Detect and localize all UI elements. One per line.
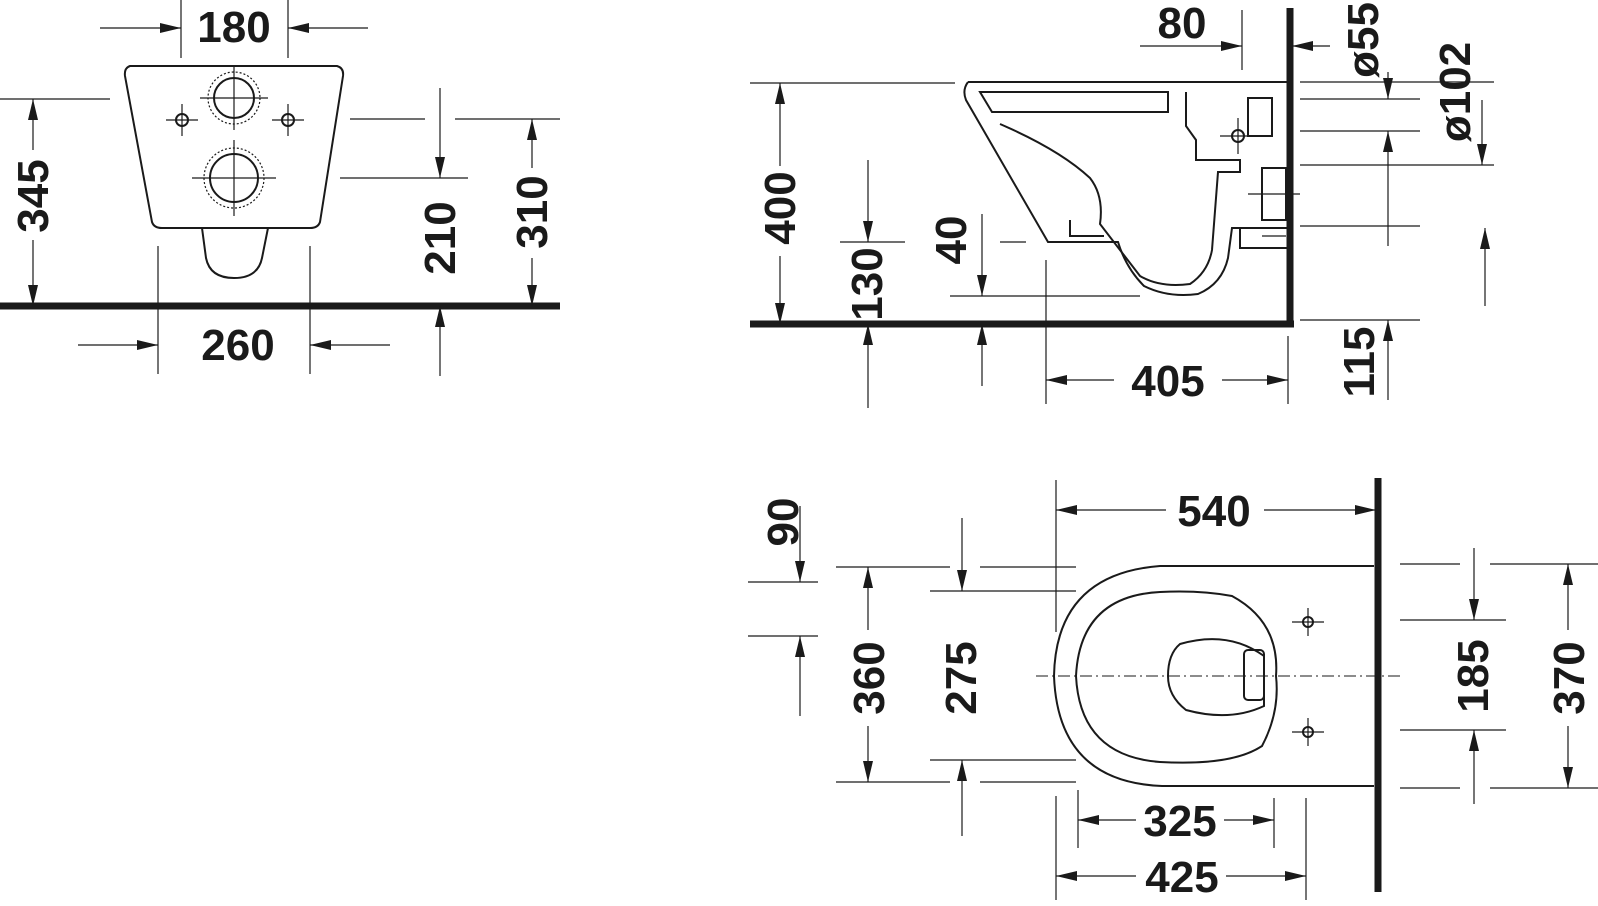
side-trap bbox=[999, 92, 1241, 286]
dim-o102: ø102 bbox=[1431, 42, 1480, 142]
dim-185: 185 bbox=[1449, 639, 1498, 712]
side-bowl-inner bbox=[978, 91, 1169, 113]
plan-outlet bbox=[1243, 649, 1265, 701]
dim-425: 425 bbox=[1145, 853, 1218, 902]
dim-130: 130 bbox=[843, 247, 892, 320]
dim-360: 360 bbox=[845, 641, 894, 714]
dim-180: 180 bbox=[197, 3, 270, 52]
dim-115: 115 bbox=[1335, 327, 1384, 398]
side-inlet-stub bbox=[1247, 97, 1273, 137]
plan-bowl-opening bbox=[1166, 638, 1265, 717]
side-bowl-outer bbox=[963, 81, 1290, 296]
plan-view: 540 90 360 275 185 bbox=[748, 478, 1598, 902]
front-view: 180 260 345 210 310 bbox=[0, 0, 560, 376]
dim-40: 40 bbox=[927, 216, 976, 265]
side-view: 400 80 ø55 ø102 130 bbox=[750, 0, 1494, 408]
dim-90: 90 bbox=[759, 498, 808, 547]
dim-400: 400 bbox=[756, 171, 805, 244]
front-body-outline bbox=[123, 65, 345, 229]
dim-260: 260 bbox=[201, 321, 274, 370]
dim-275: 275 bbox=[937, 641, 986, 714]
dim-405: 405 bbox=[1131, 357, 1204, 406]
dim-540: 540 bbox=[1177, 487, 1250, 536]
plan-seat-rim bbox=[1074, 590, 1278, 764]
dim-345: 345 bbox=[9, 159, 58, 232]
dim-210: 210 bbox=[416, 201, 465, 274]
dim-80: 80 bbox=[1158, 0, 1207, 48]
dim-o55: ø55 bbox=[1339, 2, 1388, 78]
dim-325: 325 bbox=[1143, 797, 1216, 846]
front-bowl-outline bbox=[201, 227, 269, 280]
dim-310: 310 bbox=[508, 175, 557, 248]
dim-370: 370 bbox=[1545, 641, 1594, 714]
